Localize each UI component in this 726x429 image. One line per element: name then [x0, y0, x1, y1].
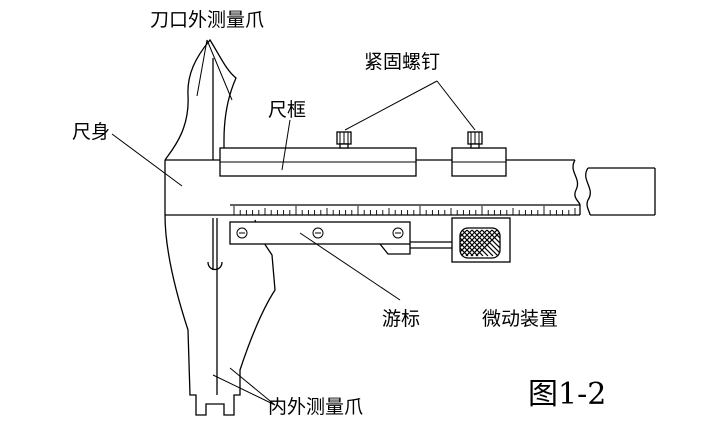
knurl-line [460, 229, 478, 257]
label-frame: 尺框 [268, 99, 306, 121]
knurl-line [460, 229, 483, 257]
slider-frame [219, 131, 507, 177]
knurl-line [481, 229, 500, 257]
knurl-line [470, 229, 498, 257]
knurl-line [465, 229, 493, 257]
knurl-line [411, 230, 437, 256]
knurl-line [461, 229, 489, 257]
figure-label: 图1-2 [528, 377, 606, 412]
knurl-line [460, 229, 468, 257]
label-body: 尺身 [72, 121, 110, 143]
knurl-line [476, 229, 500, 257]
knurl-line [426, 230, 452, 256]
knurl-line [471, 229, 499, 257]
fixed-jaw [164, 38, 276, 416]
label-vernier: 游标 [382, 308, 420, 330]
knurl-line [460, 229, 484, 257]
label-fine-adjust: 微动装置 [482, 308, 558, 330]
knurl-line [460, 229, 488, 257]
knurl-line [460, 229, 474, 257]
knurl-line [486, 229, 500, 257]
vernier-plate [229, 221, 455, 255]
knurl-line [460, 229, 473, 257]
label-blade-jaw: 刀口外测量爪 [150, 9, 264, 31]
main-scale-ticks [233, 206, 576, 215]
knurl-line [421, 230, 447, 256]
fine-adjust-device [411, 217, 511, 263]
knurl-line [491, 229, 500, 257]
knurl-line [416, 230, 442, 256]
knurl-line [466, 229, 494, 257]
label-lock-screw: 紧固螺钉 [364, 51, 440, 73]
knurl-line [460, 229, 479, 257]
knurl-line [460, 229, 469, 257]
label-inner-outer-jaw: 内外测量爪 [268, 396, 363, 418]
leader-lines [111, 39, 476, 406]
knurl-line [475, 229, 500, 257]
